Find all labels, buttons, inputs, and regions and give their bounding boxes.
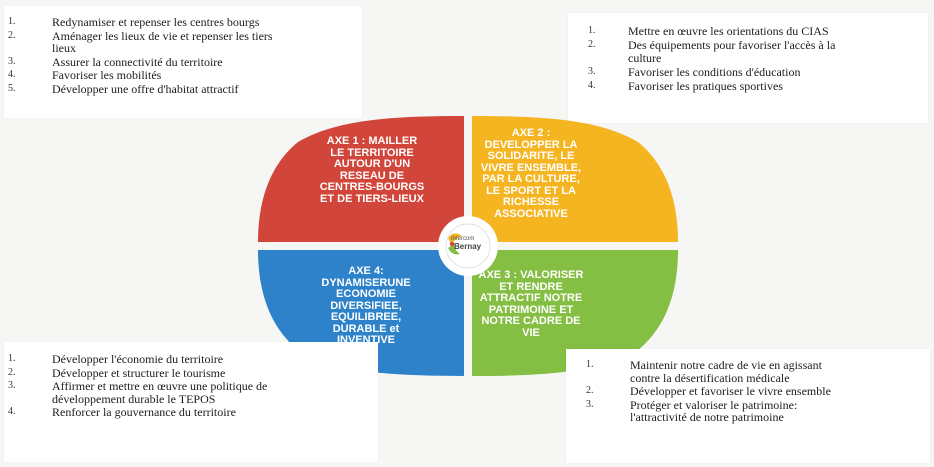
list-item: 2.Aménager les lieux de vie et repenser … — [8, 28, 273, 56]
axe2-label: AXE 2 : DEVELOPPER LA SOLIDARITE, LE VIV… — [480, 127, 582, 220]
list-item: 5.Développer une offre d'habitat attract… — [8, 81, 239, 96]
list-item: 2.Développer et structurer le tourisme — [8, 365, 226, 380]
axe3-quadrant — [472, 250, 678, 376]
list-item: 4.Renforcer la gouvernance du territoire — [8, 405, 236, 420]
list-item: 1.Redynamiser et repenser les centres bo… — [8, 15, 260, 29]
logo-badge — [438, 216, 498, 276]
axes-diagram — [258, 116, 678, 376]
list-item: 2.Des équipements pour favoriser l'accès… — [588, 38, 836, 65]
logo-text-line2: Bernay — [454, 242, 482, 251]
logo-dot — [449, 241, 455, 247]
logo-inner-ring — [445, 223, 491, 269]
list-item: 3.Protéger et valoriser le patrimoine: l… — [586, 397, 798, 425]
axe3-label: AXE 3 : VALORISER ET RENDRE ATTRACTIF NO… — [478, 269, 584, 339]
list-item: 4.Favoriser les mobilités — [8, 68, 162, 83]
list-item: 3.Favoriser les conditions d'éducation — [588, 64, 801, 79]
list-item: 2.Développer et favoriser le vivre ensem… — [586, 384, 831, 399]
list-item: 1.Mettre en œuvre les orientations du CI… — [588, 24, 829, 38]
list-item: 4.Favoriser les pratiques sportives — [588, 78, 783, 93]
axe4-actions-box: 1.Développer l'économie du territoire 2.… — [4, 342, 378, 462]
list-item: 3.Affirmer et mettre en œuvre une politi… — [8, 379, 268, 406]
list-item: 1.Développer l'économie du territoire — [8, 352, 224, 366]
list-item: 1.Maintenir notre cadre de vie en agissa… — [586, 358, 822, 385]
list-item: 3.Assurer la connectivité du territoire — [8, 54, 223, 69]
logo-icon-accent — [448, 244, 460, 255]
axe1-quadrant — [258, 116, 464, 242]
axe1-label: AXE 1 : MAILLER LE TERRITOIRE AUTOUR D'U… — [319, 135, 425, 205]
axe2-actions-box: 1.Mettre en œuvre les orientations du CI… — [568, 13, 928, 123]
axe1-actions-box: 1.Redynamiser et repenser les centres bo… — [4, 6, 362, 118]
axe4-label: AXE 4: DYNAMISERUNE ECONOMIE DIVERSIFIEE… — [321, 265, 411, 346]
logo-text-line1: Intercom — [451, 236, 475, 242]
axe2-quadrant — [472, 116, 678, 242]
axe3-actions-box: 1.Maintenir notre cadre de vie en agissa… — [566, 349, 930, 463]
